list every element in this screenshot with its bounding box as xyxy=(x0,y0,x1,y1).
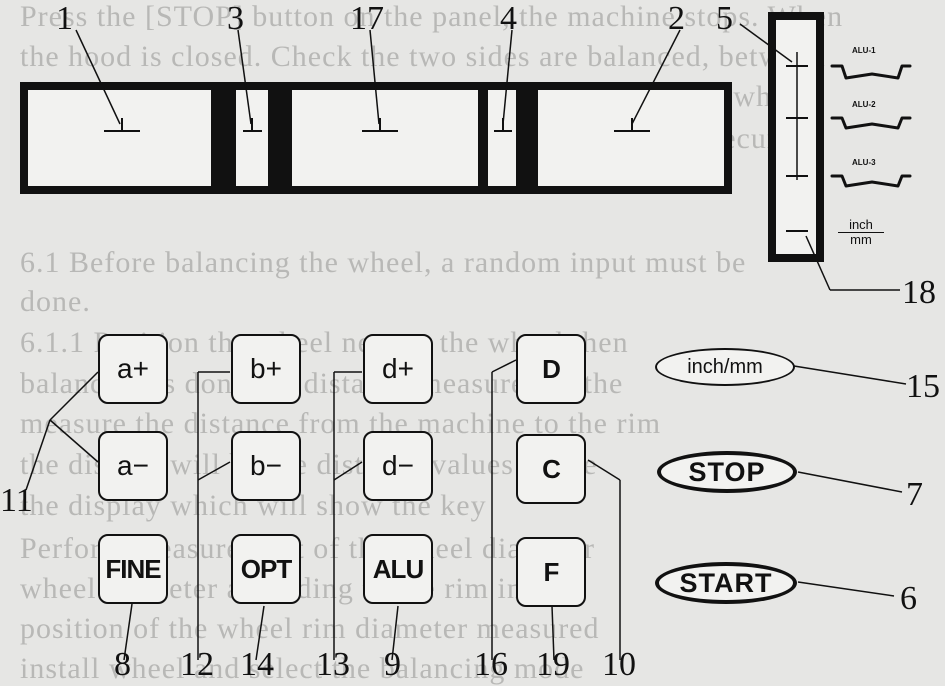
inch-mm-button[interactable]: inch/mm xyxy=(655,348,795,386)
callout-6: 6 xyxy=(900,580,917,617)
a-plus-button[interactable]: a+ xyxy=(98,334,168,404)
callout-10: 10 xyxy=(602,646,636,683)
callout-4: 4 xyxy=(500,0,517,37)
callout-11: 11 xyxy=(0,482,33,519)
callout-17: 17 xyxy=(350,0,384,37)
d-minus-button[interactable]: d− xyxy=(363,431,433,501)
callout-15: 15 xyxy=(906,368,940,405)
unit-mm-label: mm xyxy=(850,232,872,247)
callout-13: 13 xyxy=(316,646,350,683)
callout-1: 1 xyxy=(56,0,73,37)
callout-9: 9 xyxy=(384,646,401,683)
rim-profile-icon xyxy=(830,64,912,80)
b-plus-button[interactable]: b+ xyxy=(231,334,301,404)
alu-button[interactable]: ALU xyxy=(363,534,433,604)
d-plus-button[interactable]: d+ xyxy=(363,334,433,404)
callout-14: 14 xyxy=(240,646,274,683)
callout-8: 8 xyxy=(114,646,131,683)
leader-lines xyxy=(25,23,907,661)
display-panel xyxy=(20,82,732,194)
unit-inch-label: inch xyxy=(838,218,884,233)
opt-button[interactable]: OPT xyxy=(231,534,301,604)
callout-7: 7 xyxy=(906,476,923,513)
c-button[interactable]: C xyxy=(516,434,586,504)
rim-label-alu-2: ALU-2 xyxy=(852,100,876,109)
rim-indicator-panel xyxy=(768,12,824,262)
d-button[interactable]: D xyxy=(516,334,586,404)
callout-16: 16 xyxy=(474,646,508,683)
rim-label-alu-3: ALU-3 xyxy=(852,158,876,167)
f-button[interactable]: F xyxy=(516,537,586,607)
b-minus-button[interactable]: b− xyxy=(231,431,301,501)
callout-5: 5 xyxy=(716,0,733,37)
display-markers xyxy=(104,118,650,132)
unit-indicator-label: inch mm xyxy=(838,218,884,247)
callout-19: 19 xyxy=(536,646,570,683)
start-button[interactable]: START xyxy=(655,562,797,604)
callout-18: 18 xyxy=(902,274,936,311)
rim-label-alu-1: ALU-1 xyxy=(852,46,876,55)
a-minus-button[interactable]: a− xyxy=(98,431,168,501)
callout-3: 3 xyxy=(227,0,244,37)
callout-2: 2 xyxy=(668,0,685,37)
rim-profile-icon xyxy=(830,174,912,188)
fine-button[interactable]: FINE xyxy=(98,534,168,604)
callout-12: 12 xyxy=(180,646,214,683)
stop-button[interactable]: STOP xyxy=(657,451,797,493)
rim-profile-icon xyxy=(830,116,912,130)
